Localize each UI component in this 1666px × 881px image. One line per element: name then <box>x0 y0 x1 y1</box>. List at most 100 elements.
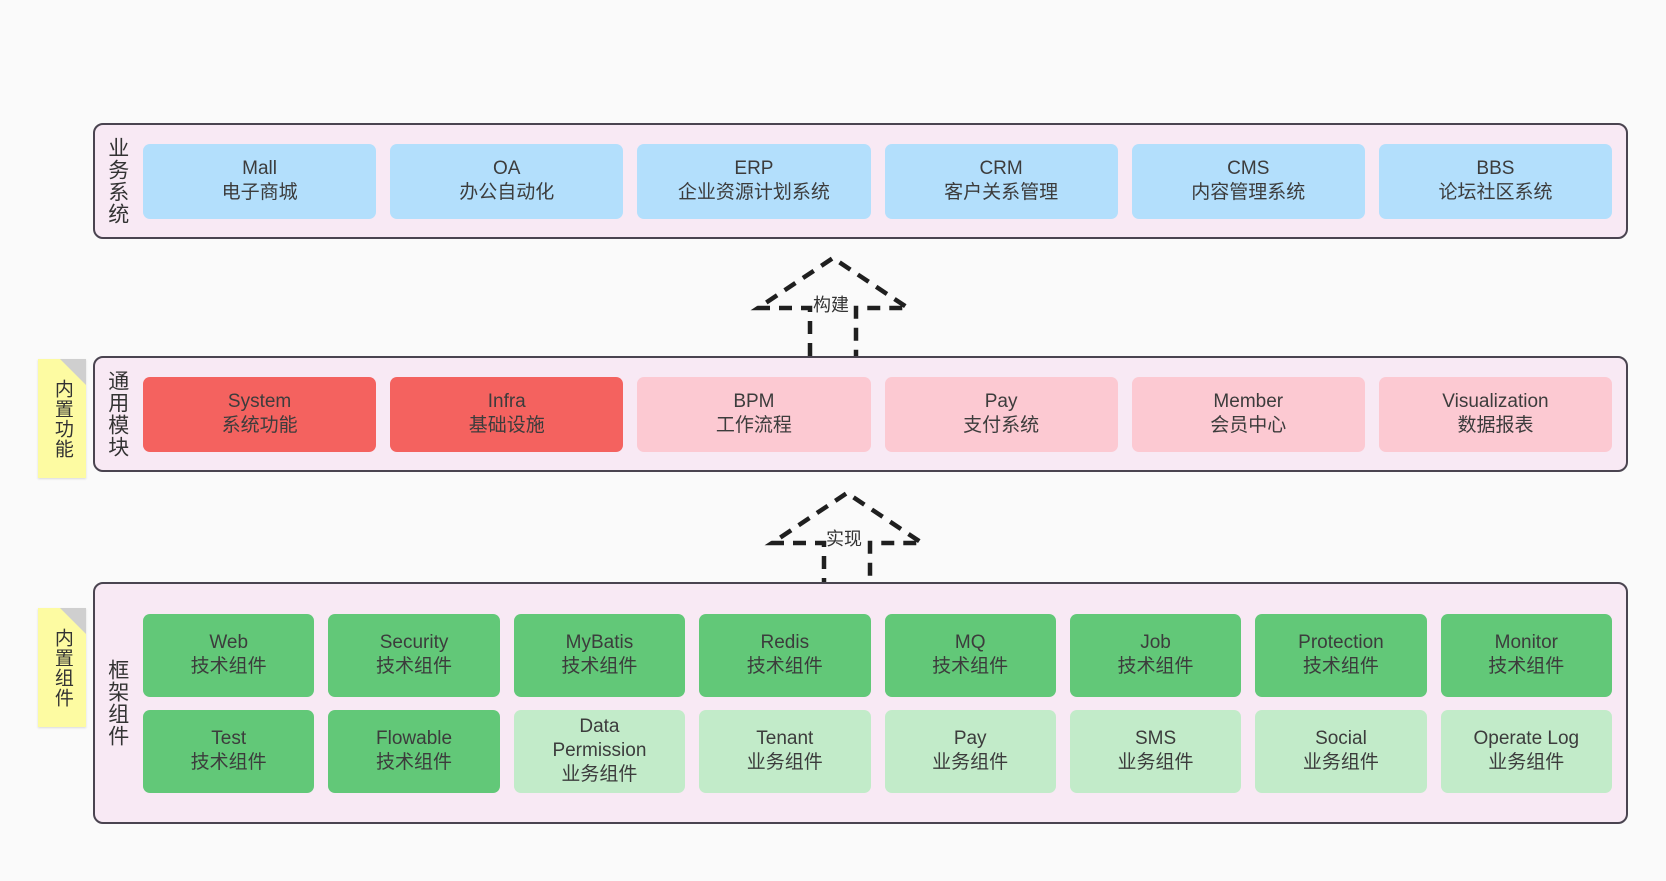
cell-subtitle: 技术组件 <box>1302 656 1379 677</box>
cell-data-permission[interactable]: Data Permission 业务组件 <box>513 709 686 793</box>
cell-title: Social <box>1315 728 1367 750</box>
layer-framework-components: 框架组件 Web 技术组件 Security 技术组件 MyBatis 技术组件… <box>93 582 1628 824</box>
cell-title: Redis <box>760 632 810 654</box>
cell-monitor[interactable]: Monitor 技术组件 <box>1440 613 1612 697</box>
cell-visualization[interactable]: Visualization 数据报表 <box>1378 376 1613 452</box>
cell-title: BPM <box>733 391 775 413</box>
cell-oa[interactable]: OA 办公自动化 <box>390 143 624 219</box>
cell-title: Web <box>209 632 249 654</box>
cell-subtitle: 业务组件 <box>1302 752 1379 773</box>
cell-subtitle: 企业资源计划系统 <box>677 182 830 203</box>
cell-row: System 系统功能 Infra 基础设施 BPM 工作流程 Pay 支付系统… <box>143 376 1613 452</box>
cell-title: Data Permission <box>552 716 647 762</box>
page-fold-icon <box>60 359 86 385</box>
cell-subtitle: 技术组件 <box>190 752 267 773</box>
cell-subtitle: 业务组件 <box>932 752 1009 773</box>
cell-subtitle: 业务组件 <box>1488 752 1565 773</box>
cell-cms[interactable]: CMS 内容管理系统 <box>1131 143 1365 219</box>
cell-title: CMS <box>1227 158 1270 180</box>
cell-subtitle: 技术组件 <box>376 752 453 773</box>
cell-title: MQ <box>954 632 986 654</box>
cell-title: MyBatis <box>565 632 634 654</box>
connector-implement-label: 实现 <box>826 529 862 549</box>
cell-subtitle: 工作流程 <box>715 415 792 436</box>
cell-title: Flowable <box>376 728 453 750</box>
cell-title: Member <box>1213 391 1284 413</box>
cell-title: System <box>227 391 292 413</box>
cell-protection[interactable]: Protection 技术组件 <box>1255 613 1427 697</box>
cell-security[interactable]: Security 技术组件 <box>328 613 500 697</box>
cell-bbs[interactable]: BBS 论坛社区系统 <box>1378 143 1613 219</box>
connector-build-arrow <box>750 255 916 356</box>
cell-subtitle: 办公自动化 <box>459 182 555 203</box>
cell-sms[interactable]: SMS 业务组件 <box>1069 709 1242 793</box>
cell-subtitle: 支付系统 <box>963 415 1040 436</box>
cell-title: CRM <box>979 158 1023 180</box>
cell-subtitle: 会员中心 <box>1210 415 1287 436</box>
cell-subtitle: 技术组件 <box>1488 656 1565 677</box>
cell-subtitle: 技术组件 <box>561 656 638 677</box>
cell-mq[interactable]: MQ 技术组件 <box>884 613 1056 697</box>
cell-subtitle: 业务组件 <box>1117 752 1194 773</box>
cell-title: OA <box>493 158 521 180</box>
cell-flowable[interactable]: Flowable 技术组件 <box>328 709 500 793</box>
connector-build-label: 构建 <box>813 295 849 315</box>
cell-tenant[interactable]: Tenant 业务组件 <box>699 709 871 793</box>
layer-body-business-systems: Mall 电子商城 OA 办公自动化 ERP 企业资源计划系统 CRM 客户关系… <box>139 125 1626 237</box>
cell-title: Job <box>1140 632 1171 654</box>
layer-common-modules: 通用模块 System 系统功能 Infra 基础设施 BPM 工作流程 Pay… <box>93 356 1628 472</box>
page-fold-icon <box>60 608 86 634</box>
cell-title: Protection <box>1298 632 1384 654</box>
cell-operate-log[interactable]: Operate Log 业务组件 <box>1440 709 1612 793</box>
layer-body-framework-components: Web 技术组件 Security 技术组件 MyBatis 技术组件 Redi… <box>139 584 1626 822</box>
cell-subtitle: 技术组件 <box>932 656 1009 677</box>
layer-business-systems: 业务系统 Mall 电子商城 OA 办公自动化 ERP 企业资源计划系统 CRM… <box>93 123 1628 239</box>
cell-subtitle: 数据报表 <box>1457 415 1534 436</box>
cell-title: Test <box>211 728 247 750</box>
cell-member[interactable]: Member 会员中心 <box>1131 376 1365 452</box>
sticky-note-builtin-component[interactable]: 内置组件 <box>38 608 86 727</box>
sticky-note-text: 内置功能 <box>51 378 73 459</box>
cell-subtitle: 技术组件 <box>190 656 267 677</box>
cell-system[interactable]: System 系统功能 <box>143 376 377 452</box>
cell-mybatis[interactable]: MyBatis 技术组件 <box>513 613 686 697</box>
cell-subtitle: 技术组件 <box>1117 656 1194 677</box>
cell-title: BBS <box>1476 158 1515 180</box>
cell-crm[interactable]: CRM 客户关系管理 <box>884 143 1118 219</box>
cell-title: Mall <box>242 158 277 180</box>
cell-pay-component[interactable]: Pay 业务组件 <box>884 709 1056 793</box>
cell-mall[interactable]: Mall 电子商城 <box>143 143 377 219</box>
cell-subtitle: 业务组件 <box>746 752 823 773</box>
cell-job[interactable]: Job 技术组件 <box>1069 613 1242 697</box>
layer-title-framework-components: 框架组件 <box>105 659 129 747</box>
cell-subtitle: 内容管理系统 <box>1191 182 1306 203</box>
cell-erp[interactable]: ERP 企业资源计划系统 <box>637 143 871 219</box>
cell-title: Infra <box>487 391 526 413</box>
cell-subtitle: 论坛社区系统 <box>1438 182 1553 203</box>
cell-title: Operate Log <box>1473 728 1580 750</box>
layer-title-business-systems: 业务系统 <box>105 137 129 225</box>
cell-row: Web 技术组件 Security 技术组件 MyBatis 技术组件 Redi… <box>143 613 1612 697</box>
cell-web[interactable]: Web 技术组件 <box>143 613 315 697</box>
cell-subtitle: 电子商城 <box>221 182 298 203</box>
cell-infra[interactable]: Infra 基础设施 <box>390 376 624 452</box>
cell-redis[interactable]: Redis 技术组件 <box>699 613 871 697</box>
cell-title: Tenant <box>756 728 814 750</box>
cell-row: Mall 电子商城 OA 办公自动化 ERP 企业资源计划系统 CRM 客户关系… <box>143 143 1613 219</box>
sticky-note-text: 内置组件 <box>51 627 73 708</box>
cell-social[interactable]: Social 业务组件 <box>1255 709 1427 793</box>
cell-subtitle: 技术组件 <box>376 656 453 677</box>
cell-bpm[interactable]: BPM 工作流程 <box>637 376 871 452</box>
cell-title: Monitor <box>1494 632 1558 654</box>
layer-title-common-modules: 通用模块 <box>105 370 129 458</box>
sticky-note-builtin-function[interactable]: 内置功能 <box>38 359 86 478</box>
cell-pay-module[interactable]: Pay 支付系统 <box>884 376 1118 452</box>
cell-subtitle: 业务组件 <box>561 763 638 785</box>
cell-subtitle: 基础设施 <box>468 415 545 436</box>
cell-subtitle: 系统功能 <box>221 415 298 436</box>
cell-test[interactable]: Test 技术组件 <box>143 709 315 793</box>
layer-body-common-modules: System 系统功能 Infra 基础设施 BPM 工作流程 Pay 支付系统… <box>139 358 1626 470</box>
cell-title: SMS <box>1134 728 1177 750</box>
cell-row: Test 技术组件 Flowable 技术组件 Data Permission … <box>143 709 1612 793</box>
